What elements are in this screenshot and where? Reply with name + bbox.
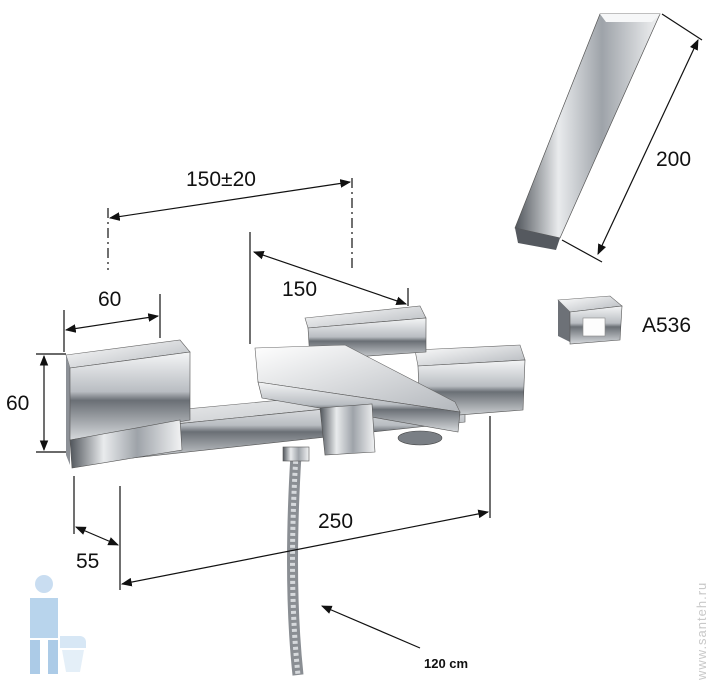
dim-wall-depth-label: 55 [76, 550, 99, 573]
shower-hose [282, 446, 310, 676]
dim-spacing-label: 150±20 [186, 168, 256, 191]
dim-handle-height-label: 60 [6, 392, 29, 415]
mixer-body [65, 305, 526, 469]
holder-code-label: A536 [642, 314, 691, 337]
hose-length-label: 120 cm [424, 656, 468, 671]
watermark-text: www.santeh.ru [694, 582, 709, 681]
dimension-lines [36, 13, 703, 649]
hand-shower [514, 13, 661, 250]
dim-handle-width-label: 60 [98, 288, 121, 311]
dim-spout-length-label: 150 [282, 278, 317, 301]
shower-holder [557, 295, 623, 345]
dim-body-length-label: 250 [318, 510, 353, 533]
plumber-logo-icon [30, 575, 86, 674]
dim-shower-length-label: 200 [656, 148, 691, 171]
